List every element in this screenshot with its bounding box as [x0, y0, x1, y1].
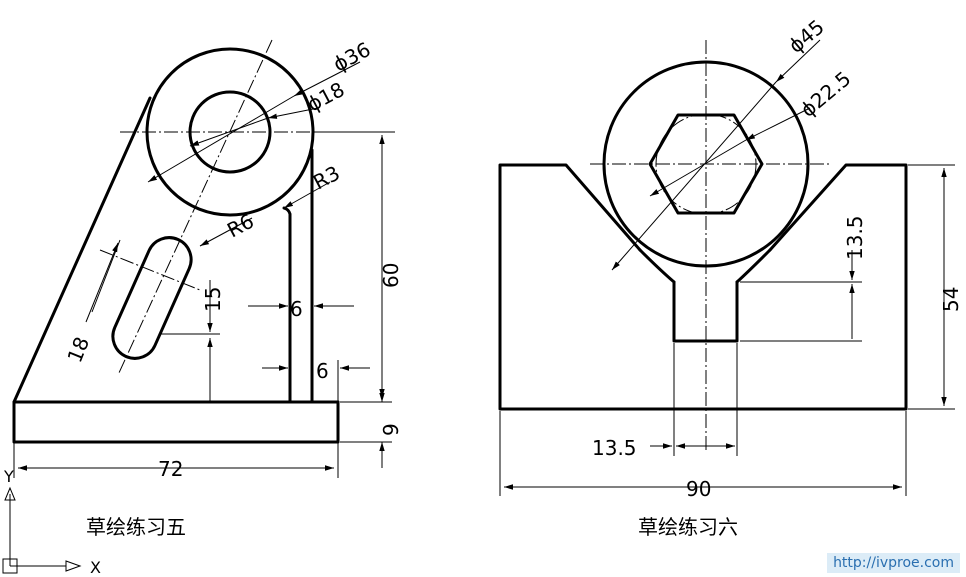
dim-15: 15 — [201, 287, 225, 312]
ucs-axis-icon: Y X — [2, 467, 101, 577]
bracket-outline — [12, 96, 340, 404]
dim-60: 60 — [379, 263, 403, 288]
watermark: http://ivproe.com — [827, 553, 960, 573]
base-plate — [12, 400, 340, 444]
dim-90: 90 — [686, 477, 711, 501]
centerline-slot — [99, 249, 201, 291]
exercise6-drawing: ϕ45 ϕ22.5 13.5 54 13.5 90 草绘练习六 — [498, 15, 963, 539]
axis-y-label: Y — [3, 467, 14, 486]
dim-18: 18 — [62, 333, 94, 366]
stem-transition — [638, 248, 772, 284]
dim-d225: ϕ22.5 — [796, 66, 856, 121]
caption-exercise5: 草绘练习五 — [86, 515, 186, 539]
stem-outline — [672, 280, 739, 343]
dim-135-v: 13.5 — [843, 215, 867, 260]
axis-x-label: X — [90, 558, 101, 577]
dim-d45: ϕ45 — [784, 15, 829, 58]
dim-6-upper: 6 — [290, 297, 303, 321]
slot — [111, 236, 193, 360]
dim-d36: ϕ36 — [329, 37, 374, 76]
exercise5-drawing: ϕ36 ϕ18 R3 R6 60 6 6 15 18 9 72 草绘练习五 — [12, 37, 403, 539]
dim-9: 9 — [379, 423, 403, 436]
caption-exercise6: 草绘练习六 — [638, 515, 738, 539]
dim-54: 54 — [939, 287, 963, 312]
dim-r3: R3 — [309, 161, 344, 195]
vblock-outline — [498, 163, 908, 411]
centerline-v1 — [117, 39, 273, 376]
dim-135-h: 13.5 — [592, 436, 637, 460]
dim-72: 72 — [158, 457, 183, 481]
dim-6-lower: 6 — [316, 359, 329, 383]
